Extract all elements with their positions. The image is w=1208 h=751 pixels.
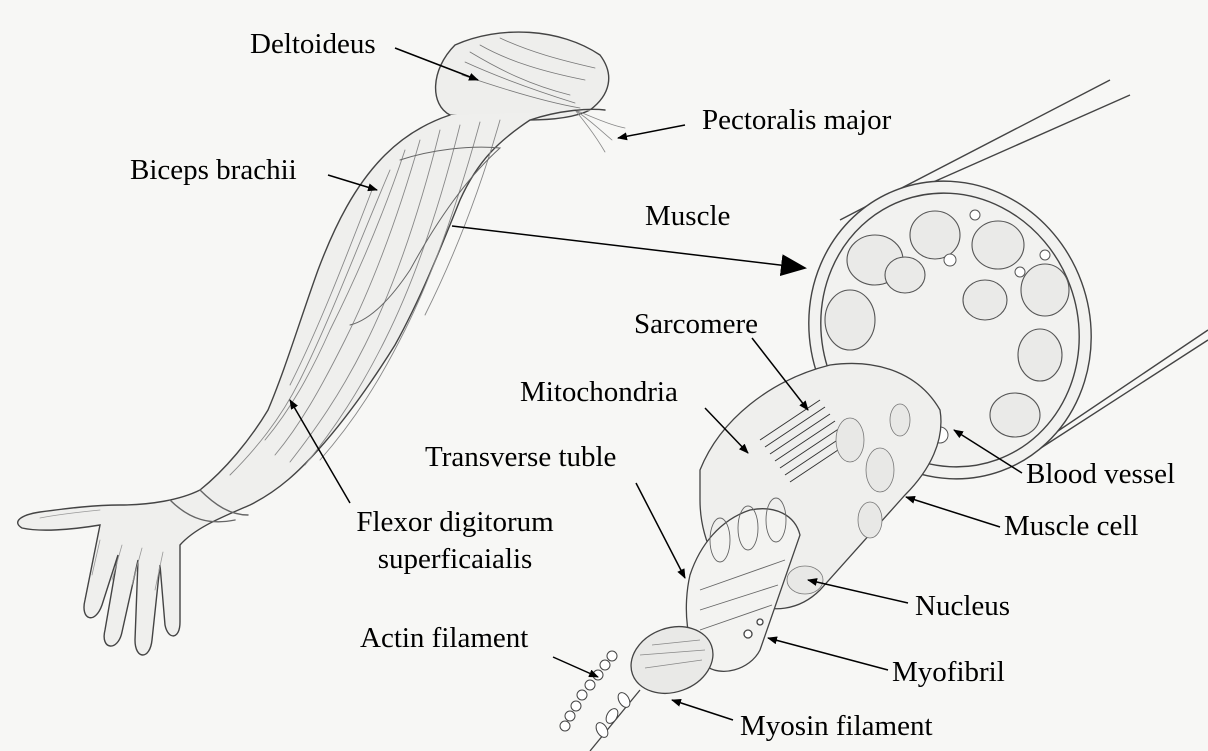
label-flexor-line1: Flexor digitorum	[340, 508, 570, 537]
label-biceps-brachii: Biceps brachii	[130, 156, 297, 185]
arrow-actin-filament	[553, 657, 598, 677]
deltoid-outline	[436, 32, 609, 120]
arrow-transverse-tuble	[636, 483, 685, 578]
label-actin-filament: Actin filament	[360, 624, 528, 653]
label-muscle-cell: Muscle cell	[1004, 512, 1138, 541]
label-nucleus: Nucleus	[915, 592, 1010, 621]
label-flexor-line2: superficaialis	[340, 545, 570, 574]
label-myofibril: Myofibril	[892, 658, 1005, 687]
label-mitochondria: Mitochondria	[520, 378, 678, 407]
label-pectoralis-major: Pectoralis major	[702, 106, 891, 135]
label-deltoideus: Deltoideus	[250, 30, 376, 59]
arrow-nucleus	[808, 580, 908, 603]
label-blood-vessel: Blood vessel	[1026, 460, 1175, 489]
label-sarcomere: Sarcomere	[634, 310, 758, 339]
label-transverse-tuble: Transverse tuble	[425, 443, 616, 472]
muscle-fiber	[560, 363, 941, 751]
arrow-myosin-filament	[672, 700, 733, 720]
label-muscle: Muscle	[645, 202, 730, 231]
arrow-muscle	[452, 226, 805, 268]
arrow-myofibril	[768, 638, 888, 670]
arrow-pectoralis-major	[618, 125, 685, 138]
label-myosin-filament: Myosin filament	[740, 712, 933, 741]
arrow-muscle-cell	[906, 497, 1000, 527]
